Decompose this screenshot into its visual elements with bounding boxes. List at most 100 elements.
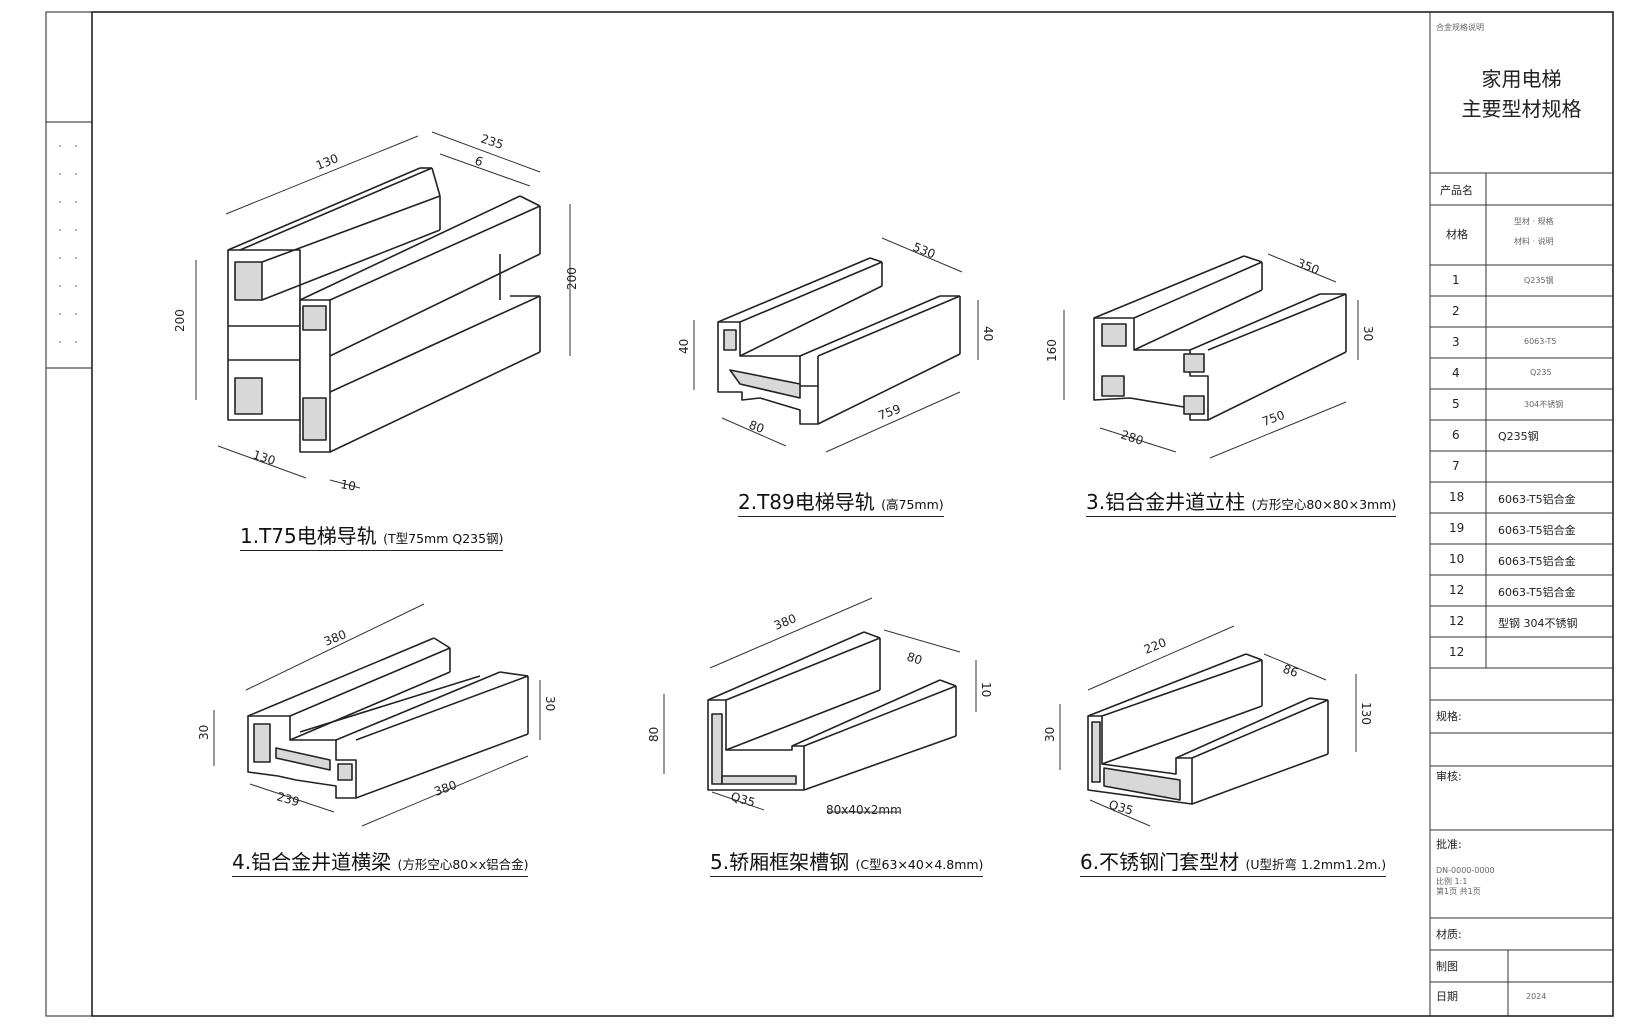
row-4-num: 4 — [1452, 366, 1460, 380]
profile-5-dim-left: 80 — [647, 727, 661, 742]
profile-2-label: 2.T89电梯导轨 (高75mm) — [738, 486, 944, 517]
material-note-1: 型材 · 规格 — [1514, 217, 1554, 226]
profile-6-dim-top: 220 — [1142, 635, 1168, 657]
row-3-num: 3 — [1452, 335, 1460, 349]
profile-5-drawing — [707, 631, 957, 791]
profile-5-title: 5.轿厢框架槽钢 — [710, 850, 850, 874]
profile-1-dim-depth: 10 — [339, 477, 356, 493]
row-1-material: Q235钢 — [1524, 276, 1554, 285]
profile-1-dimensions — [195, 131, 571, 489]
profile-1-title: 1.T75电梯导轨 — [240, 524, 377, 548]
row-10-num: 10 — [1449, 552, 1465, 566]
profile-4-drawing — [247, 637, 529, 799]
profile-1-drawing — [227, 167, 541, 453]
title-block-grid — [1429, 12, 1613, 1016]
profile-6-dim-left: 30 — [1043, 727, 1057, 742]
row-5-material: 304不锈钢 — [1524, 400, 1564, 409]
row-5-num: 5 — [1452, 397, 1460, 411]
row-11-material: 6063-T5铝合金 — [1498, 586, 1576, 599]
profile-5-dim-width: 80 — [905, 650, 924, 668]
profile-6-drawing — [1087, 653, 1329, 805]
row-8-num: 18 — [1449, 490, 1465, 504]
profile-1-dim-inner: 6 — [473, 154, 485, 170]
row-4-material: Q235 — [1530, 368, 1552, 377]
row-8-material: 6063-T5铝合金 — [1498, 493, 1576, 506]
profile-3-dim-length: 750 — [1260, 408, 1286, 429]
profile-3-spec: (方形空心80×80×3mm) — [1251, 497, 1397, 512]
profile-3-dim-right: 30 — [1361, 326, 1375, 341]
product-name-label: 产品名 — [1440, 184, 1473, 197]
profile-5-dim-right: 10 — [979, 682, 993, 697]
profile-1-dim-height-right: 200 — [565, 267, 579, 290]
approve-note-1: DN-0000-0000 — [1436, 866, 1495, 875]
profile-1-dim-height: 200 — [173, 309, 187, 332]
profile-5-dim-base: Q35 — [729, 789, 757, 809]
approve-label: 批准: — [1436, 838, 1462, 851]
approve-note-2: 比例 1:1 — [1436, 877, 1468, 886]
profile-6-spec: (U型折弯 1.2mm1.2m.) — [1245, 857, 1387, 872]
date-note: 2024 — [1526, 992, 1547, 1001]
profile-2-dimensions — [693, 237, 979, 453]
profile-4-dim-top: 380 — [322, 627, 348, 649]
drawing-border — [45, 11, 1614, 1017]
profile-2-dim-top: 530 — [911, 240, 937, 262]
row-9-num: 19 — [1449, 521, 1465, 535]
profile-4-dim-right: 30 — [543, 696, 557, 711]
profile-4-dimensions — [213, 603, 541, 827]
profile-1-dim-base: 130 — [251, 448, 277, 468]
profile-3-drawing — [1093, 255, 1347, 421]
profile-3-dim-top: 350 — [1295, 256, 1321, 278]
profile-3-dim-left: 160 — [1045, 339, 1059, 362]
profile-3-dimensions — [1063, 253, 1359, 459]
profile-2-drawing — [717, 257, 961, 425]
row-6-material: Q235钢 — [1498, 430, 1539, 443]
row-6-num: 6 — [1452, 428, 1460, 442]
profile-5-spec: (C型63×40×4.8mm) — [855, 857, 984, 872]
row-11-num: 12 — [1449, 583, 1465, 597]
profile-6-dim-width: 86 — [1281, 662, 1300, 680]
profile-6-dim-base: Q35 — [1107, 797, 1135, 817]
profile-3-dim-base: 280 — [1119, 428, 1145, 448]
profile-4-dim-length: 380 — [432, 778, 458, 799]
profile-1-dim-width: 235 — [479, 132, 505, 152]
row-12-material: 型钢 304不锈钢 — [1498, 617, 1578, 630]
row-13-num: 12 — [1449, 645, 1465, 659]
left-margin-ticks — [59, 145, 77, 343]
profile-4-label: 4.铝合金井道横梁 (方形空心80×x铝合金) — [232, 846, 529, 877]
profile-3-label: 3.铝合金井道立柱 (方形空心80×80×3mm) — [1086, 486, 1397, 517]
profile-6-title: 6.不锈钢门套型材 — [1080, 850, 1240, 874]
material2-label: 材质: — [1436, 928, 1462, 941]
material-label: 材格 — [1446, 228, 1468, 241]
profile-3-title: 3.铝合金井道立柱 — [1086, 490, 1246, 514]
profile-4-dim-left: 30 — [197, 725, 211, 740]
profile-4-spec: (方形空心80×x铝合金) — [397, 857, 529, 872]
profile-5-label: 5.轿厢框架槽钢 (C型63×40×4.8mm) — [710, 846, 984, 877]
row-3-material: 6063-T5 — [1524, 337, 1557, 346]
date-label: 日期 — [1436, 990, 1458, 1003]
approve-note-3: 第1页 共1页 — [1436, 887, 1481, 896]
profile-2-dim-base: 80 — [747, 418, 766, 436]
profile-4-title: 4.铝合金井道横梁 — [232, 850, 392, 874]
title-line-1: 家用电梯 — [1481, 67, 1562, 91]
profile-6-dimensions — [1059, 625, 1357, 827]
profile-2-dim-left: 40 — [677, 339, 691, 354]
title-block-title: 家用电梯 主要型材规格 — [1430, 64, 1613, 124]
title-block-top-note: 合金规格说明 — [1436, 23, 1484, 32]
profile-4-dim-base: 239 — [275, 789, 301, 809]
row-2-num: 2 — [1452, 304, 1460, 318]
profile-5-dim-size: 80x40x2mm — [826, 803, 902, 817]
profile-1-label: 1.T75电梯导轨 (T型75mm Q235钢) — [240, 520, 504, 551]
row-1-num: 1 — [1452, 273, 1460, 287]
profile-6-label: 6.不锈钢门套型材 (U型折弯 1.2mm1.2m.) — [1080, 846, 1387, 877]
material-note-2: 材料 · 说明 — [1514, 237, 1554, 246]
profile-5-dimensions — [663, 597, 977, 813]
row-7-num: 7 — [1452, 459, 1460, 473]
drawn-label: 制图 — [1436, 960, 1458, 973]
profile-2-title: 2.T89电梯导轨 — [738, 490, 875, 514]
design-label: 规格: — [1436, 710, 1462, 723]
profile-5-dim-top: 380 — [772, 611, 798, 633]
row-10-material: 6063-T5铝合金 — [1498, 555, 1576, 568]
profile-2-dim-right: 40 — [981, 326, 995, 341]
profile-1-spec: (T型75mm Q235钢) — [383, 531, 504, 546]
